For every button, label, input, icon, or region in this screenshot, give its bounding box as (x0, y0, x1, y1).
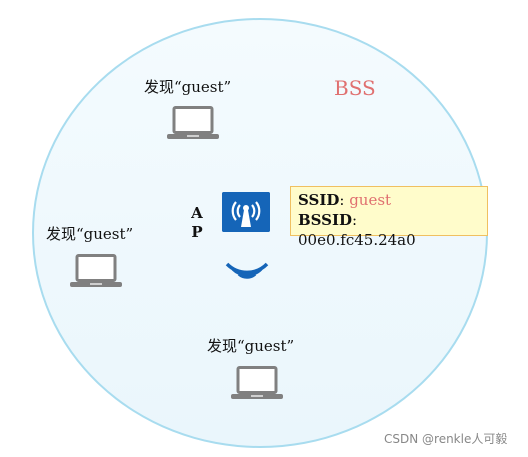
ap-label: A P (190, 204, 204, 242)
bssid-line: BSSID: (298, 211, 357, 229)
ssid-info-box (290, 186, 488, 236)
ssid-value: guest (349, 191, 392, 209)
laptop-icon (231, 366, 283, 399)
ssid-line: SSID: guest (298, 191, 391, 209)
wifi-signal-icon (225, 262, 269, 279)
bssid-separator: : (352, 211, 358, 229)
bssid-value: 00e0.fc45.24a0 (298, 231, 416, 249)
laptop-icon (70, 254, 122, 287)
ssid-key: SSID (298, 191, 340, 209)
access-point-icon (222, 192, 270, 232)
station-top-discover-label: 发现“guest” (144, 78, 232, 96)
ap-label-p: P (191, 223, 203, 241)
bssid-key: BSSID (298, 211, 353, 229)
station-left-discover-label: 发现“guest” (46, 225, 134, 243)
bss-label: BSS (334, 76, 376, 100)
station-bottom-discover-label: 发现“guest” (207, 337, 295, 355)
ssid-separator: : (339, 191, 350, 209)
laptop-icon (167, 106, 219, 139)
watermark: CSDN @renkle人可毅 (384, 432, 508, 446)
ap-label-a: A (191, 204, 203, 222)
